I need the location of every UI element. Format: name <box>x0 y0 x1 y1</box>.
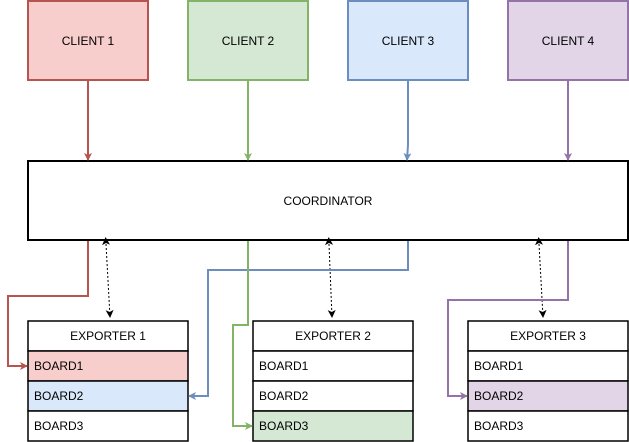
exporter-3-board-1-label: BOARD1 <box>474 359 524 373</box>
coordinator-exporter-1-link <box>102 237 114 318</box>
client-3-box <box>347 0 469 81</box>
exporter-1-board-3-label: BOARD3 <box>34 419 84 433</box>
exporter-2-board-3 <box>252 410 414 442</box>
exporter-1: EXPORTER 1 BOARD1 BOARD2 BOARD3 <box>27 320 189 442</box>
exporter-1-board-3 <box>27 410 189 442</box>
coordinator-label: COORDINATOR <box>284 194 373 208</box>
exporter-2-board-1-label: BOARD1 <box>259 359 309 373</box>
exporter-3: EXPORTER 3 BOARD1 BOARD2 BOARD3 <box>467 320 629 442</box>
exporter-3-board-1 <box>467 350 629 382</box>
exporter-2-board-2 <box>252 380 414 412</box>
coordinator-exporter-2-link <box>325 237 336 318</box>
client-4: CLIENT 4 <box>507 0 629 81</box>
exporter-3-board-2 <box>467 380 629 412</box>
exporter-2-header <box>252 320 414 352</box>
exporter-2-board-3-label: BOARD3 <box>259 419 309 433</box>
client-1-box <box>27 0 149 81</box>
route-client-1-to-exporter-1-board-1 <box>7 241 89 370</box>
coordinator-exporter-3-link <box>535 237 547 318</box>
client-3-to-coordinator-arrow <box>403 81 412 161</box>
client-3: CLIENT 3 <box>347 0 469 81</box>
exporter-2: EXPORTER 2 BOARD1 BOARD2 BOARD3 <box>252 320 414 442</box>
client-1-label: CLIENT 1 <box>62 34 115 48</box>
client-2-label: CLIENT 2 <box>222 34 275 48</box>
exporter-2-board-2-label: BOARD2 <box>259 389 309 403</box>
client-4-box <box>507 0 629 81</box>
route-client-2-to-exporter-2-board-3 <box>232 241 253 430</box>
exporter-1-title: EXPORTER 1 <box>70 329 146 343</box>
client-3-label: CLIENT 3 <box>382 34 435 48</box>
client-4-label: CLIENT 4 <box>542 34 595 48</box>
coordinator: COORDINATOR <box>27 160 629 241</box>
exporter-3-title: EXPORTER 3 <box>510 329 586 343</box>
client-2: CLIENT 2 <box>187 0 309 81</box>
exporter-1-board-1-label: BOARD1 <box>34 359 84 373</box>
exporter-3-board-2-label: BOARD2 <box>474 389 524 403</box>
client-2-box <box>187 0 309 81</box>
exporter-3-board-3 <box>467 410 629 442</box>
exporter-1-board-2-label: BOARD2 <box>34 389 84 403</box>
exporter-2-title: EXPORTER 2 <box>295 329 371 343</box>
exporter-1-board-1 <box>27 350 189 382</box>
client-1: CLIENT 1 <box>27 0 149 81</box>
exporter-3-header <box>467 320 629 352</box>
exporter-3-board-3-label: BOARD3 <box>474 419 524 433</box>
route-client-3-to-exporter-1-board-2 <box>188 241 409 400</box>
exporter-1-board-2 <box>27 380 189 412</box>
route-client-4-to-exporter-3-board-2 <box>447 241 569 400</box>
